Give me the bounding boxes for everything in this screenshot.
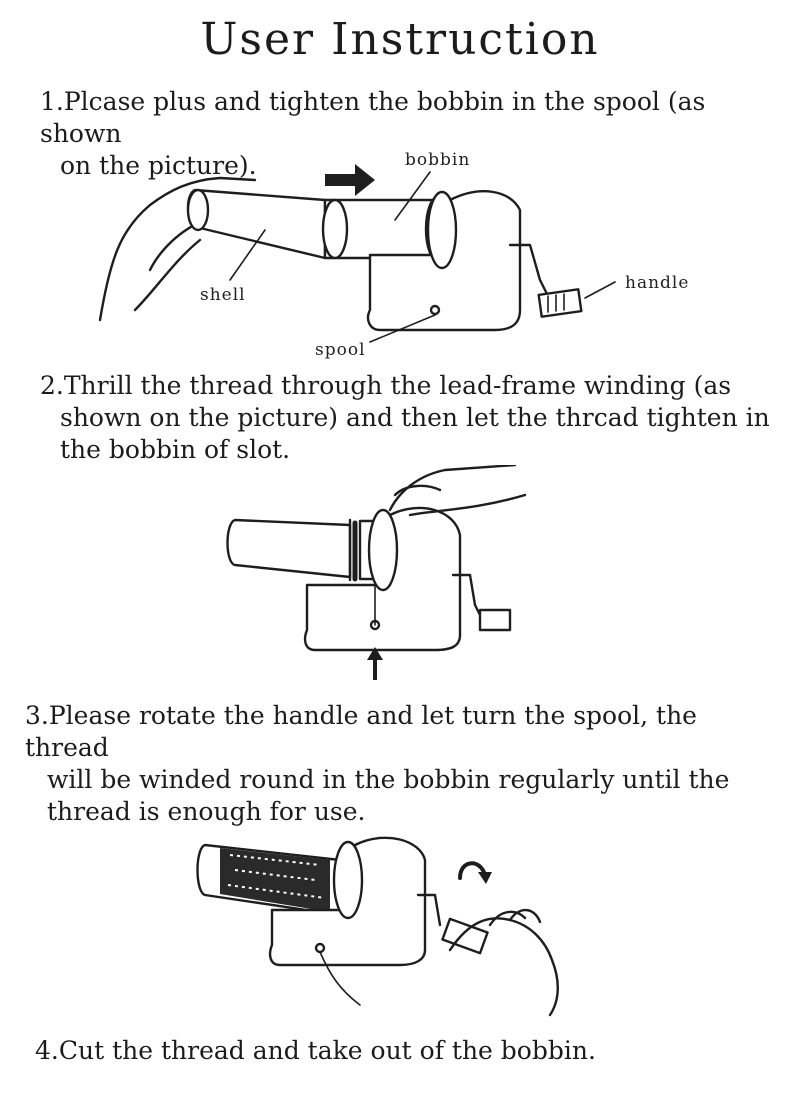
step-2-line-2: shown on the picture) and then let the t… <box>60 403 770 432</box>
handle-grip <box>537 288 583 318</box>
hand-outline <box>98 176 257 322</box>
hand-outline <box>448 917 559 1017</box>
step-2-number: 2. <box>40 371 64 400</box>
shell-cone <box>186 188 327 260</box>
thread-arrow <box>367 647 383 680</box>
label-shell: shell <box>200 285 246 305</box>
step-1-line-1: Plcase plus and tighten the bobbin in th… <box>40 87 706 148</box>
handle-crank <box>508 243 552 302</box>
label-handle: handle <box>625 273 689 293</box>
figure-3-winding <box>196 836 559 1017</box>
label-bobbin: bobbin <box>405 150 470 170</box>
step-1-text: 1.Plcase plus and tighten the bobbin in … <box>40 86 780 182</box>
figure-1-bobbin-insertion: bobbin shell handle spool <box>98 150 689 360</box>
page-title: User Instruction <box>200 14 600 65</box>
handle-grip <box>441 917 489 955</box>
step-2-text: 2.Thrill the thread through the lead-fra… <box>40 370 780 466</box>
step-1-number: 1. <box>40 87 64 116</box>
step-4-number: 4. <box>35 1036 59 1065</box>
step-3-line-2: will be winded round in the bobbin regul… <box>47 765 730 794</box>
handle-grip <box>478 608 512 632</box>
step-1-line-2: on the picture). <box>60 151 257 180</box>
step-3-text: 3.Please rotate the handle and let turn … <box>25 700 785 828</box>
step-3-line-3: thread is enough for use. <box>47 797 366 826</box>
step-4-text: 4.Cut the thread and take out of the bob… <box>35 1035 775 1067</box>
step-2-line-3: the bobbin of slot. <box>60 435 291 464</box>
wound-thread <box>220 848 330 912</box>
figure-2-threading <box>226 465 527 680</box>
push-arrow <box>325 164 375 196</box>
hand-outline <box>388 465 527 517</box>
step-2-line-1: Thrill the thread through the lead-frame… <box>63 371 732 400</box>
step-3-line-1: Please rotate the handle and let turn th… <box>25 701 697 762</box>
rotate-arrow <box>458 861 487 880</box>
winder-body <box>268 836 427 967</box>
step-3-number: 3. <box>25 701 49 730</box>
label-spool: spool <box>315 340 366 360</box>
step-4-line-1: Cut the thread and take out of the bobbi… <box>58 1036 596 1065</box>
